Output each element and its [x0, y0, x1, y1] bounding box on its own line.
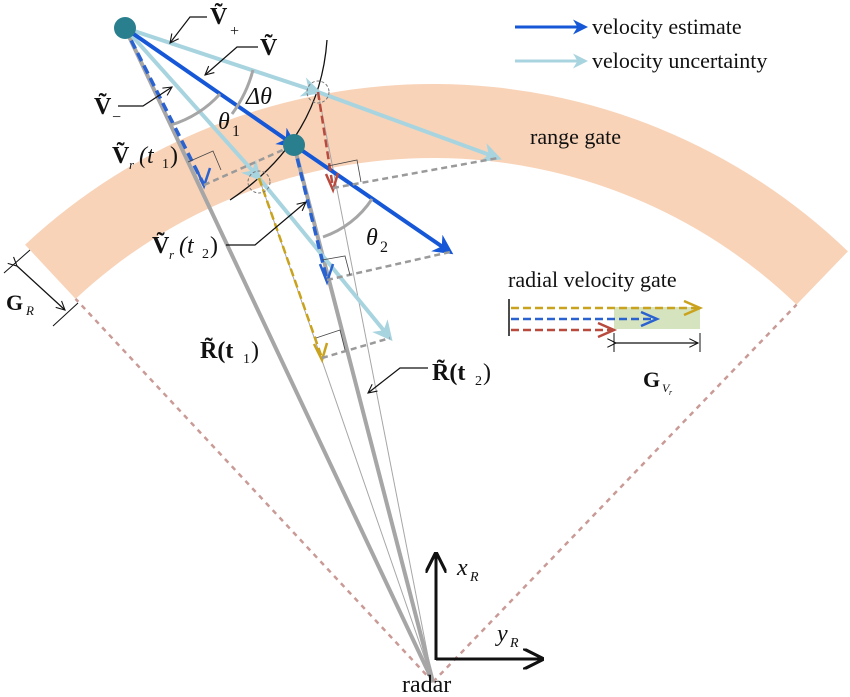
- velocity-plus-extended: [317, 90, 502, 162]
- label-v: Ṽ: [260, 35, 278, 61]
- right-angle-marker: [187, 150, 222, 171]
- leader-v-plus: [170, 16, 207, 43]
- label-range-gate: range gate: [530, 124, 621, 149]
- label-vr-t2-arg: (t: [179, 233, 195, 259]
- label-r-t2-close: ): [483, 360, 491, 386]
- gate-arrow-blue-head: [640, 310, 661, 328]
- velocity-minus-extended: [257, 176, 393, 342]
- label-vr-t1-arg-sub: 1: [162, 157, 169, 172]
- angle-arc-delta-theta: [230, 69, 255, 115]
- uncertainty-endpoint-minus: [247, 170, 271, 194]
- radial-velocity-t1: [123, 27, 206, 186]
- g-r-tick-a: [3, 249, 31, 274]
- radial-velocity-t2-blue-head: [318, 263, 335, 286]
- label-vr-t1: Ṽ: [112, 143, 130, 169]
- leader-r-t2: [368, 367, 428, 393]
- velocity-estimate-vector: [123, 26, 298, 148]
- label-v-plus-sub: +: [230, 23, 239, 40]
- label-radar: radar: [402, 672, 451, 697]
- label-g-vr-subsub: r: [669, 388, 673, 397]
- radial-velocity-t2-blue: [292, 144, 329, 281]
- label-r-t1-sub: 1: [243, 352, 250, 367]
- label-vr-t1-sub: r: [129, 157, 135, 172]
- target-position-t1: [114, 17, 136, 39]
- right-angle-marker: [327, 159, 362, 183]
- label-r-t1-close: ): [251, 338, 259, 364]
- radial-velocity-red: [316, 91, 335, 189]
- label-delta-theta: Δθ: [245, 84, 272, 110]
- label-x-axis: x: [456, 555, 468, 581]
- radial-velocity-yellow-head: [312, 342, 329, 364]
- leader-v-minus: [118, 87, 172, 107]
- label-y-axis-sub: R: [509, 636, 519, 651]
- velocity-estimate-extended: [292, 143, 454, 255]
- angle-arc-theta1: [170, 92, 222, 127]
- label-r-t2: R̃(t: [432, 360, 465, 386]
- leader-vr-t2: [226, 202, 306, 246]
- label-theta1: θ: [218, 109, 230, 135]
- label-vr-t1-arg: (t: [139, 143, 155, 169]
- right-angle-marker: [321, 255, 351, 276]
- gate-arrow-red-head: [597, 321, 618, 339]
- uncertainty-endpoint-plus: [306, 80, 330, 104]
- label-theta2-sub: 2: [380, 239, 388, 256]
- radial-velocity-yellow: [257, 177, 324, 359]
- right-angle-marker: [315, 329, 346, 351]
- label-vr-t2-arg-sub: 2: [202, 247, 209, 262]
- label-y-axis: y: [495, 621, 508, 647]
- legend-velocity-estimate-label: velocity estimate: [592, 14, 742, 39]
- range-line-t1: [123, 27, 435, 683]
- sector-boundary-right: [432, 303, 798, 683]
- label-radial-velocity-gate: radial velocity gate: [508, 267, 677, 292]
- projection-line-1: [203, 143, 295, 187]
- projection-line-2: [332, 156, 499, 190]
- label-g-r: G: [6, 290, 23, 315]
- projection-line-4: [321, 336, 391, 360]
- label-r-t1: R̃(t: [200, 338, 233, 364]
- radial-velocity-red-head: [324, 172, 340, 194]
- label-theta1-sub: 1: [232, 123, 240, 140]
- label-g-r-sub: R: [25, 303, 34, 318]
- label-vr-t2-sub: r: [169, 247, 175, 262]
- target-position-t2: [283, 134, 305, 156]
- velocity-minus-vector: [123, 26, 262, 181]
- sector-boundary-left: [74, 297, 434, 683]
- label-theta2: θ: [366, 225, 378, 251]
- label-vr-t2: Ṽ: [152, 233, 170, 259]
- projection-line-3: [326, 250, 451, 282]
- g-r-dimension-line: [17, 266, 65, 310]
- g-r-tick-b: [52, 302, 79, 327]
- label-vr-t2-close: ): [210, 233, 218, 259]
- label-r-t2-sub: 2: [475, 374, 482, 389]
- label-g-vr-sub: V: [662, 381, 671, 395]
- radial-velocity-t1-head: [194, 167, 212, 190]
- label-g-vr: G: [643, 367, 660, 392]
- label-v-plus: Ṽ: [210, 4, 228, 30]
- legend-velocity-uncertainty-label: velocity uncertainty: [592, 48, 767, 73]
- angle-arc-theta2: [322, 198, 374, 239]
- label-vr-t1-close: ): [170, 143, 178, 169]
- label-v-minus-sub: −: [112, 109, 121, 126]
- range-gate-band: [25, 84, 848, 305]
- position-arc: [229, 39, 328, 201]
- leader-v: [205, 46, 258, 75]
- label-x-axis-sub: R: [469, 570, 479, 585]
- gate-arrow-yellow-head: [683, 299, 704, 317]
- label-v-minus: Ṽ: [94, 94, 112, 120]
